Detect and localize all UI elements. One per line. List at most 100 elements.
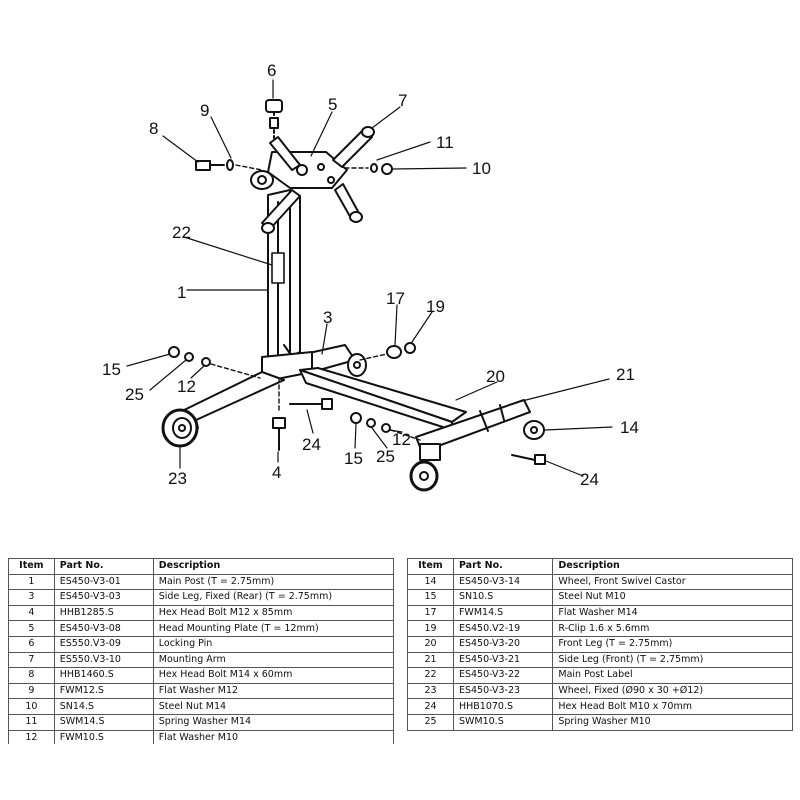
part-no-cell: SWM10.S bbox=[452, 713, 554, 731]
item-cell: 5 bbox=[8, 620, 55, 637]
callout-17: 17 bbox=[386, 289, 405, 308]
item-cell: 17 bbox=[407, 604, 454, 622]
callout-3: 3 bbox=[323, 308, 332, 327]
washer-rclip-group bbox=[359, 342, 416, 361]
callout-15-left: 15 bbox=[102, 360, 121, 379]
callout-24-centre: 24 bbox=[302, 435, 321, 454]
nut-washer-group-right bbox=[344, 163, 393, 175]
item-cell: 7 bbox=[8, 651, 55, 669]
part-no-cell: ES450.V2-19 bbox=[452, 620, 554, 637]
part-no-cell: HHB1070.S bbox=[452, 698, 554, 715]
item-cell: 8 bbox=[8, 667, 55, 684]
item-cell: 9 bbox=[8, 682, 55, 700]
callout-9: 9 bbox=[200, 101, 209, 120]
column-header-part-no: Part No. bbox=[452, 558, 554, 575]
item-cell: 23 bbox=[407, 682, 454, 700]
table-header-row: Item Part No. Description bbox=[407, 558, 793, 575]
callout-14: 14 bbox=[620, 418, 639, 437]
part-no-cell: HHB1460.S bbox=[53, 667, 154, 684]
description-cell: Flat Washer M12 bbox=[152, 682, 395, 700]
description-cell: Hex Head Bolt M10 x 70mm bbox=[552, 698, 793, 715]
item-cell: 24 bbox=[407, 698, 454, 715]
item-cell: 4 bbox=[8, 604, 55, 622]
wheel-fixed bbox=[161, 408, 199, 448]
base-frame bbox=[179, 344, 545, 453]
callout-24-right: 24 bbox=[580, 470, 599, 489]
callout-11: 11 bbox=[436, 133, 454, 152]
item-cell: 1 bbox=[8, 573, 55, 591]
item-cell: 14 bbox=[407, 573, 454, 591]
part-no-cell: ES450-V3-14 bbox=[452, 573, 554, 591]
wheel-front-castor bbox=[409, 443, 441, 492]
callout-4: 4 bbox=[272, 463, 281, 482]
part-no-cell: ES550.V3-10 bbox=[53, 651, 154, 669]
part-no-cell: HHB1285.S bbox=[53, 604, 154, 622]
item-cell: 3 bbox=[8, 589, 55, 606]
part-no-cell: SWM14.S bbox=[53, 713, 154, 731]
description-cell: Spring Washer M14 bbox=[152, 713, 395, 731]
bolt-right bbox=[511, 454, 546, 465]
part-no-cell: ES450-V3-01 bbox=[53, 573, 154, 591]
part-no-cell: ES450-V3-23 bbox=[452, 682, 554, 700]
bolt-centre bbox=[289, 398, 333, 410]
description-cell: Side Leg (Front) (T = 2.75mm) bbox=[552, 651, 793, 669]
callout-15-centre: 15 bbox=[344, 449, 363, 468]
description-cell: Steel Nut M10 bbox=[552, 589, 793, 606]
column-header-item: Item bbox=[8, 558, 55, 575]
callout-8: 8 bbox=[149, 119, 158, 138]
locking-pin bbox=[265, 99, 283, 139]
description-cell: Head Mounting Plate (T = 12mm) bbox=[152, 620, 395, 637]
callout-5: 5 bbox=[328, 95, 337, 114]
callout-25-left: 25 bbox=[125, 385, 144, 404]
main-post-label bbox=[271, 252, 285, 284]
part-no-cell: SN14.S bbox=[53, 698, 154, 715]
callout-12-centre: 12 bbox=[392, 430, 411, 449]
callout-21: 21 bbox=[616, 365, 635, 384]
description-cell: R-Clip 1.6 x 5.6mm bbox=[552, 620, 793, 637]
description-cell: Front Leg (T = 2.75mm) bbox=[552, 635, 793, 653]
bolt-vertical bbox=[272, 379, 286, 451]
callout-12-left: 12 bbox=[177, 377, 196, 396]
leader-lines bbox=[126, 79, 613, 477]
part-no-cell: FWM14.S bbox=[452, 604, 554, 622]
part-no-cell: ES450-V3-08 bbox=[53, 620, 154, 637]
callout-numbers: 1 22 6 5 7 8 9 11 10 3 17 19 20 21 14 24… bbox=[102, 61, 639, 489]
exploded-parts-diagram: 1 22 6 5 7 8 9 11 10 3 17 19 20 21 14 24… bbox=[102, 61, 639, 492]
table-header-row: Item Part No. Description bbox=[8, 558, 395, 575]
callout-6: 6 bbox=[267, 61, 276, 80]
item-cell: 25 bbox=[407, 713, 454, 731]
description-cell: Hex Head Bolt M14 x 60mm bbox=[152, 667, 395, 684]
description-cell: Main Post (T = 2.75mm) bbox=[152, 573, 395, 591]
callout-1: 1 bbox=[177, 283, 186, 302]
item-cell: 20 bbox=[407, 635, 454, 653]
part-no-cell: ES450-V3-22 bbox=[452, 667, 554, 684]
part-no-cell: SN10.S bbox=[452, 589, 554, 606]
column-header-item: Item bbox=[407, 558, 454, 575]
bolt-washer-group-left bbox=[195, 159, 263, 171]
callout-7: 7 bbox=[398, 91, 407, 110]
description-cell: Flat Washer M14 bbox=[552, 604, 793, 622]
description-cell: Main Post Label bbox=[552, 667, 793, 684]
column-header-part-no: Part No. bbox=[53, 558, 154, 575]
description-cell: Side Leg, Fixed (Rear) (T = 2.75mm) bbox=[152, 589, 395, 606]
head-mounting-assembly bbox=[250, 126, 375, 234]
item-cell: 11 bbox=[8, 713, 55, 731]
